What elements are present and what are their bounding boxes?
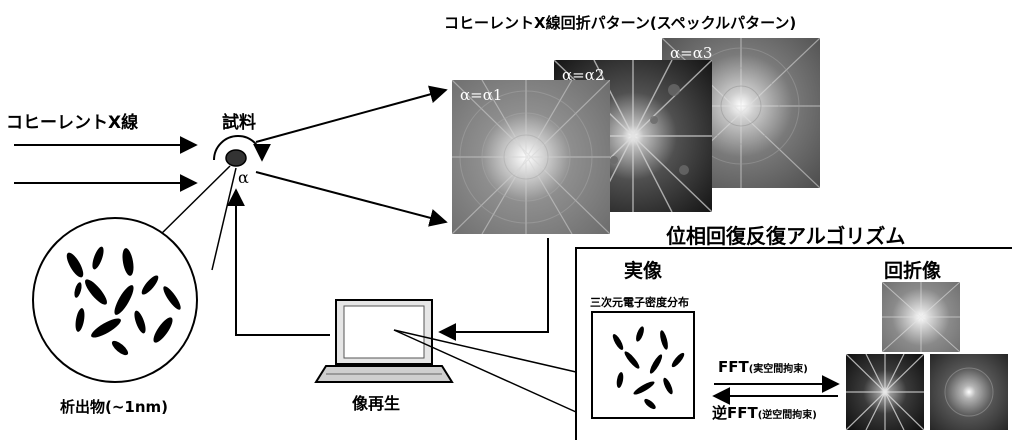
real-image-label: 実像 [624, 260, 663, 282]
zoom-line-1 [154, 165, 231, 241]
pattern-label-alpha1: α=α1 [460, 86, 503, 104]
fft-label: FFT(実空間拘束) [718, 358, 808, 376]
fft-constraint: (実空間拘束) [748, 364, 808, 375]
real-image-particles [612, 326, 685, 410]
xray-beam-label: コヒーレントX線 [6, 113, 139, 133]
laptop-icon [314, 299, 454, 383]
ifft-text: 逆FFT [712, 404, 758, 422]
pattern-panel-alpha1: α=α1 [452, 80, 610, 234]
sample-icon [225, 149, 247, 167]
zoom-line-2 [211, 167, 237, 271]
precipitate-particles [66, 246, 181, 356]
algorithm-title: 位相回復反復アルゴリズム [666, 224, 906, 248]
diffraction-image-bottom-right [930, 354, 1008, 430]
rotation-symbol: α [238, 168, 249, 187]
data-to-computer-arrow [438, 238, 549, 341]
ifft-constraint: (逆空間拘束) [757, 410, 817, 421]
computer-label: 像再生 [352, 394, 401, 413]
callout-line-upper [393, 329, 577, 373]
scatter-arrow-upper [255, 85, 448, 143]
rotation-arrow-icon [213, 135, 271, 162]
precipitate-label: 析出物(~1nm) [60, 398, 169, 416]
scatter-arrow-lower [255, 171, 448, 227]
diffraction-image-label: 回折像 [884, 260, 942, 282]
ifft-label: 逆FFT(逆空間拘束) [712, 402, 817, 423]
fft-text: FFT [718, 358, 749, 376]
pattern-label-alpha3: α=α3 [670, 44, 713, 62]
diagram-title: コヒーレントX線回折パターン(スペックルパターン) [444, 14, 797, 32]
diffraction-image-bottom-left [846, 354, 924, 430]
pattern-label-alpha2: α=α2 [562, 66, 605, 84]
density-label: 三次元電子密度分布 [590, 296, 689, 309]
sample-label: 試料 [222, 113, 256, 133]
diffraction-image-top [882, 282, 960, 352]
feedback-arrow [227, 188, 330, 336]
callout-line-lower [393, 329, 577, 413]
algorithm-box-frame [575, 247, 1012, 440]
